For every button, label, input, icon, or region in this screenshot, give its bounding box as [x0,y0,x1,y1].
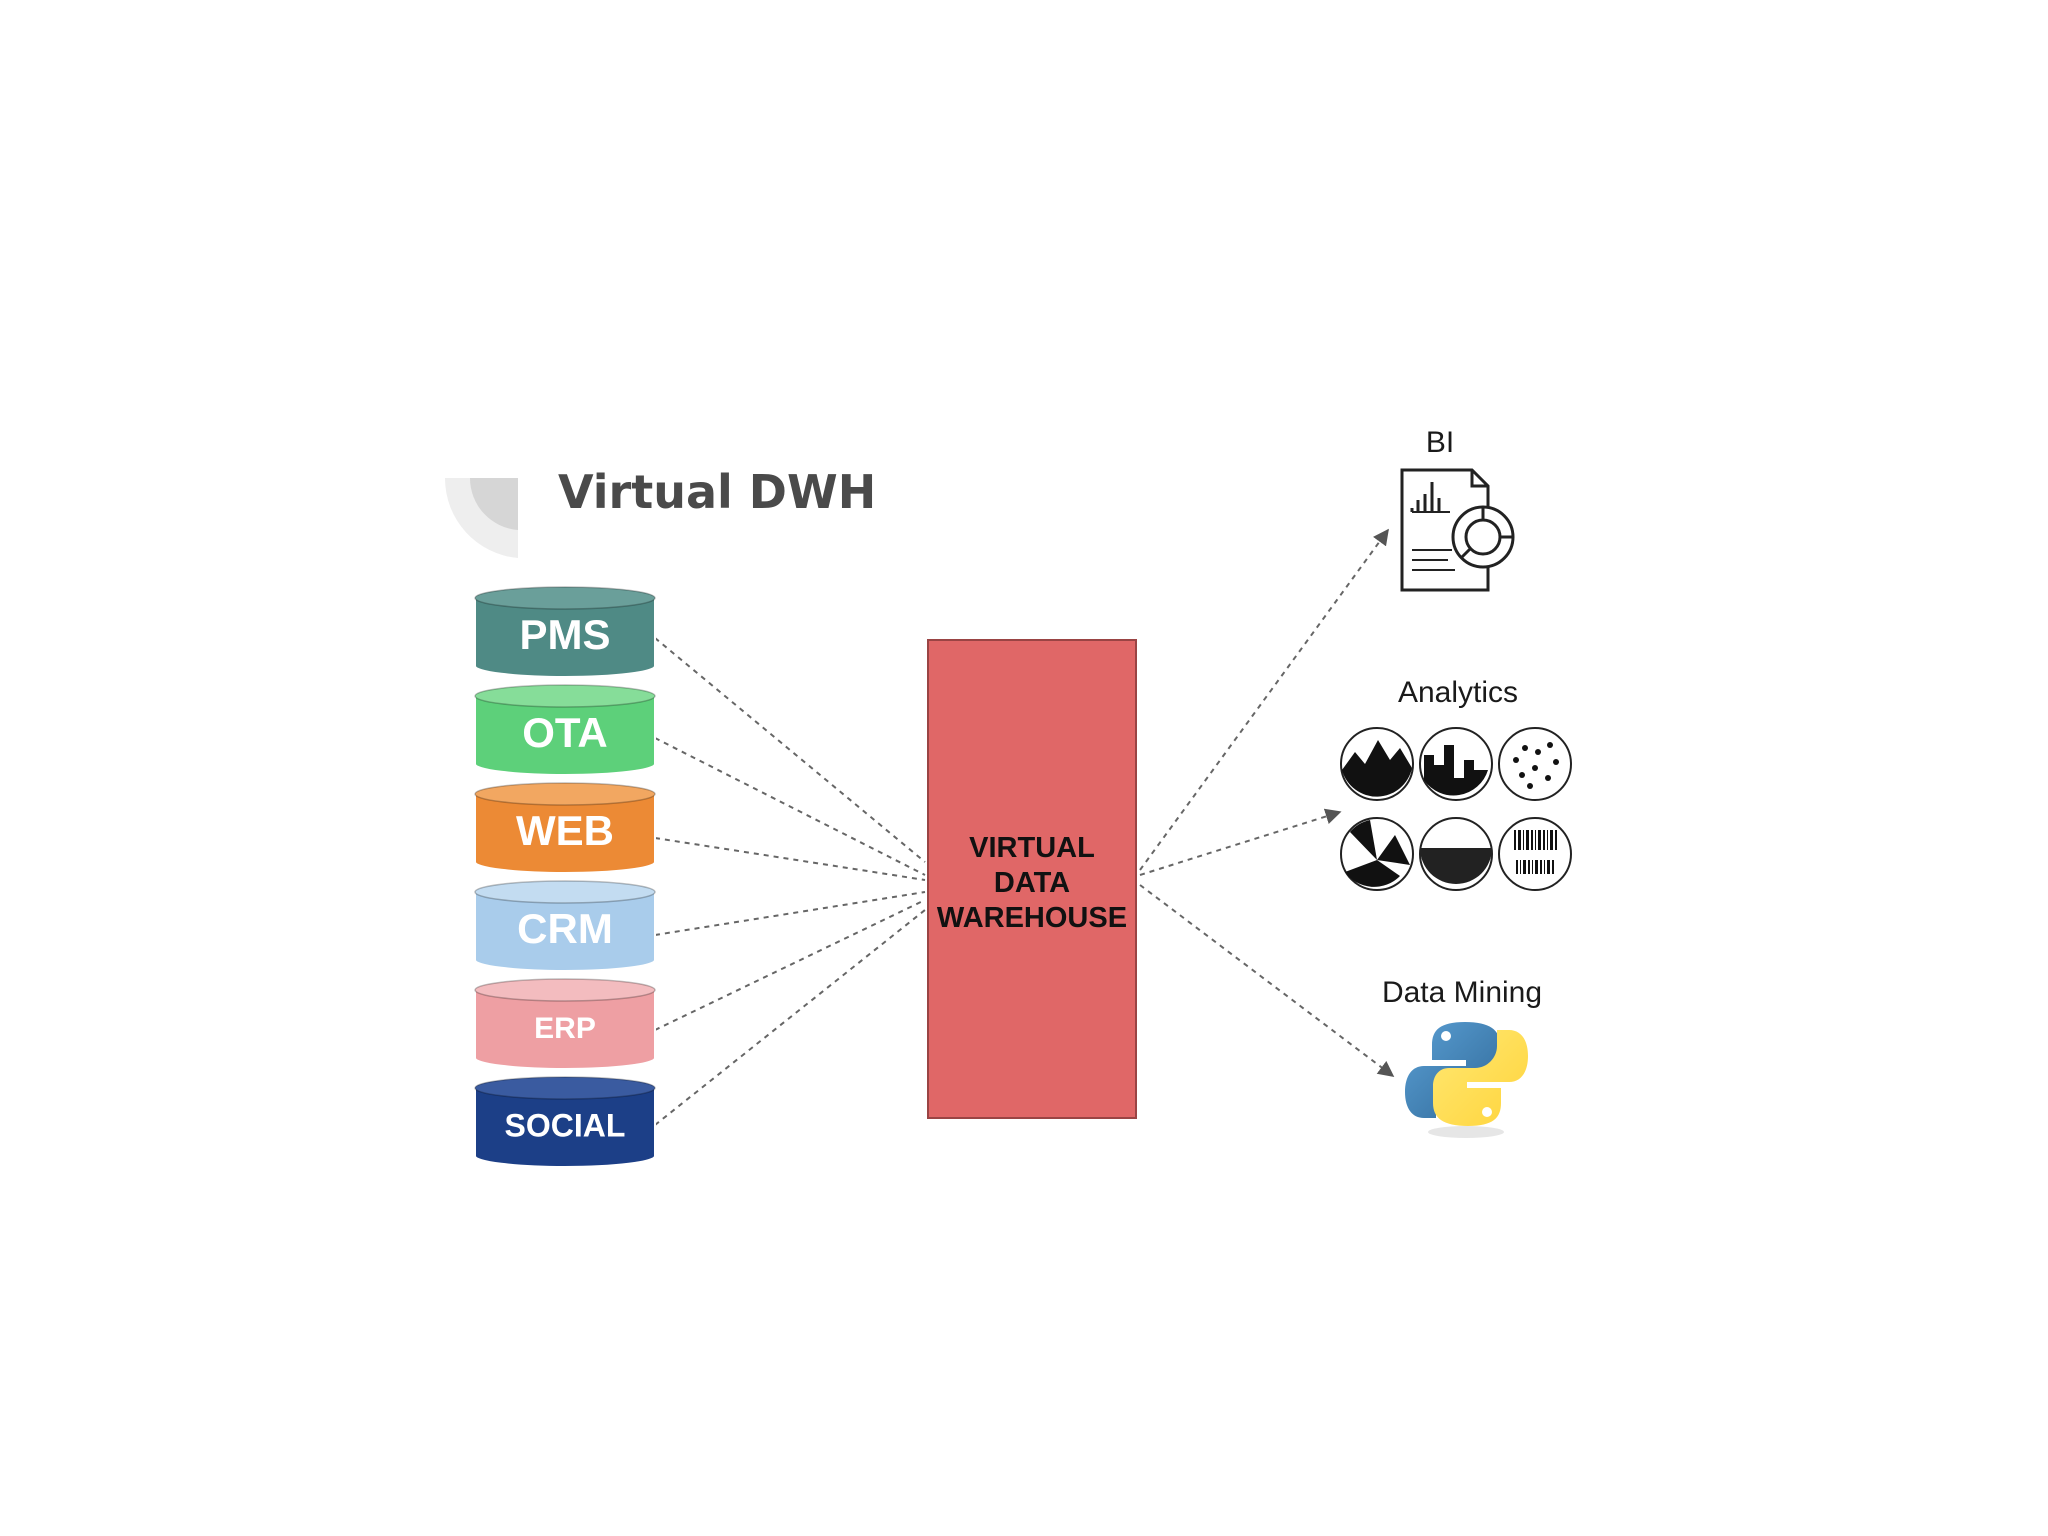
database-erp: ERP [474,978,656,1070]
database-top [474,684,656,708]
database-body [474,695,656,776]
database-label-pms: PMS [519,611,610,658]
database-label-web: WEB [516,807,614,854]
connector-erp [654,899,926,1031]
database-top [474,782,656,806]
warehouse-label-line-3: WAREHOUSE [937,902,1127,934]
analytics-label: Analytics [1398,676,1518,709]
bi-label: BI [1426,426,1454,459]
title-decoration-icon [444,478,518,558]
database-body [474,1087,656,1168]
virtual-data-warehouse: VIRTUAL DATA WAREHOUSE [927,639,1137,1119]
database-label-ota: OTA [522,709,608,756]
connector-crm [654,891,926,936]
database-ota: OTA [474,684,656,776]
database-pms: PMS [474,586,656,678]
database-body [474,891,656,972]
database-label-crm: CRM [517,905,613,952]
database-body [474,989,656,1070]
output-data-mining: Data Mining [1382,976,1542,1138]
diagram-title: Virtual DWH [558,465,876,519]
output-analytics: Analytics [1340,676,1572,891]
analytics-charts-icon [1340,727,1572,891]
source-connectors [654,637,926,1126]
database-label-erp: ERP [534,1012,596,1045]
arrow-to-analytics [1139,808,1342,876]
database-web: WEB [474,782,656,874]
arrow-to-bi [1139,528,1389,871]
connector-social [654,909,926,1126]
connector-web [654,837,926,881]
warehouse-label-line-2: DATA [994,867,1070,899]
database-social: SOCIAL [474,1076,656,1168]
output-bi: BI [1400,426,1515,592]
database-label-social: SOCIAL [505,1107,626,1143]
data-mining-label: Data Mining [1382,976,1542,1009]
connector-pms [654,637,926,863]
connector-ota [654,737,926,876]
database-top [474,880,656,904]
source-databases: PMS OTA WEB CRM ERP SOCIAL [474,586,656,1168]
python-logo-icon [1405,1022,1528,1138]
database-body [474,793,656,874]
warehouse-label-line-1: VIRTUAL [969,832,1095,864]
database-top [474,586,656,610]
database-top [474,978,656,1002]
output-connectors [1139,528,1395,1077]
database-body [474,597,656,678]
database-crm: CRM [474,880,656,972]
bi-report-icon [1400,468,1515,592]
database-top [474,1076,656,1100]
arrow-to-data-mining [1139,884,1395,1077]
